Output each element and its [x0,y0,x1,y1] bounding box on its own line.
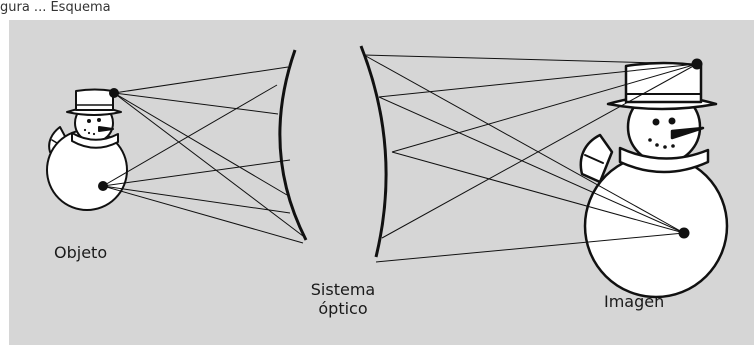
object-top-point [109,88,119,98]
lens-left-surface [278,49,308,241]
image-rays [363,54,698,263]
object-bottom-point [98,181,108,191]
object-label: Objeto [54,243,108,262]
object-snowman [46,88,128,211]
optical-system-label-line1: Sistema [310,280,376,299]
figure-caption: gura ... Esquema [0,0,111,15]
image-top-point [691,58,703,70]
object-rays [102,66,304,244]
optical-system-label: Sistema óptico [303,280,383,318]
image-bottom-point [678,227,690,239]
optical-system-label-line2: óptico [318,299,368,318]
lens-right-surface [359,45,388,258]
image-label: Imagen [604,292,665,311]
image-snowman [579,61,729,299]
